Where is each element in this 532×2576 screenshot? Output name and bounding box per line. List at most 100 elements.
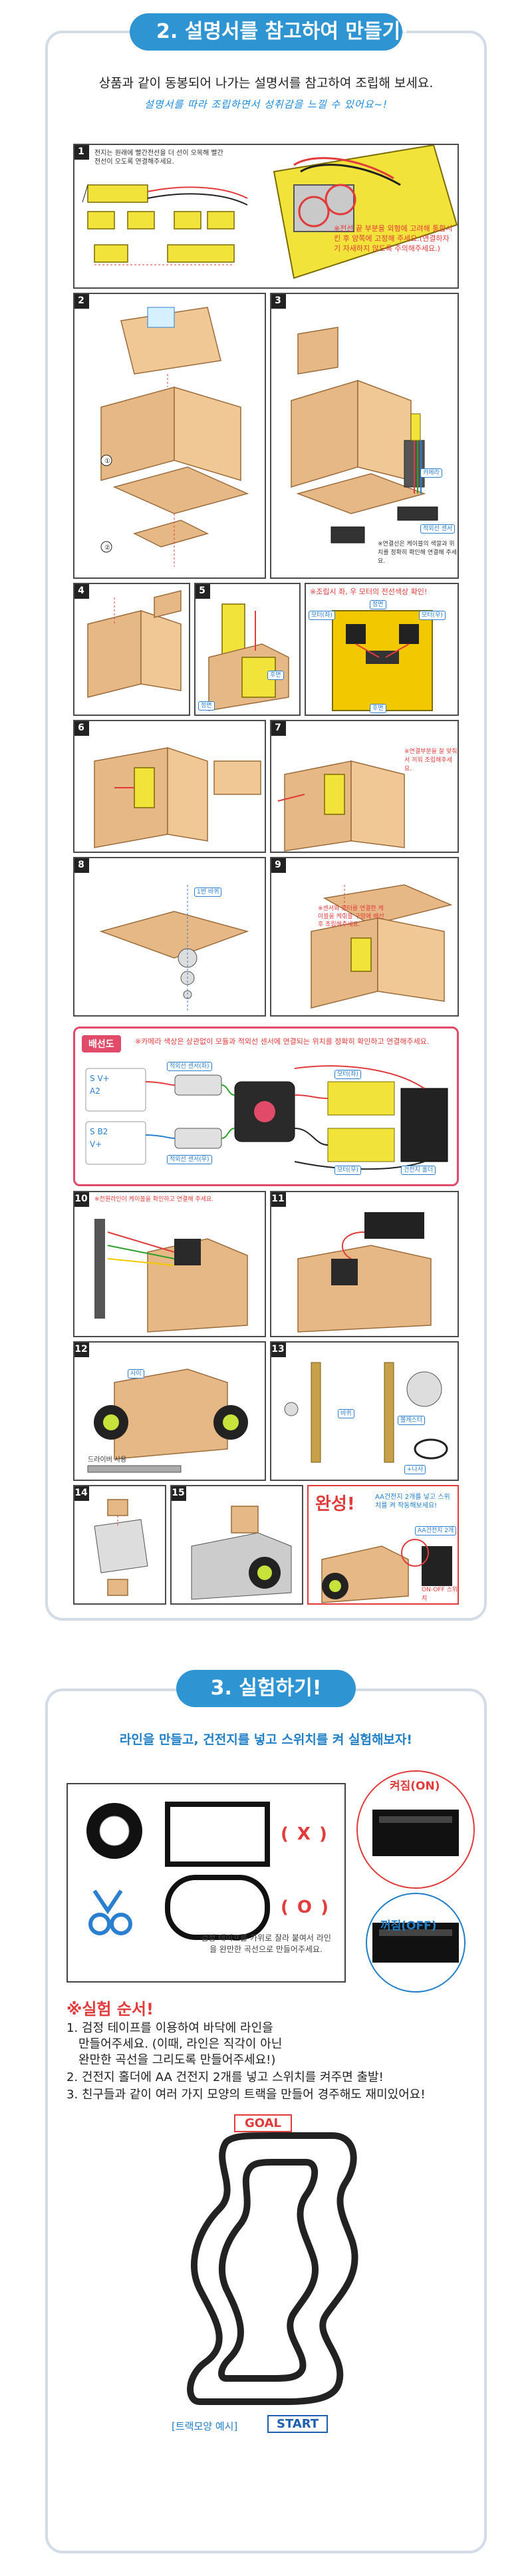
section-title-experiment: 3. 실험하기! (176, 1670, 356, 1707)
step-5-illustration (208, 603, 289, 711)
front-label: 정면 (198, 701, 215, 711)
complete-illustration (321, 1539, 452, 1603)
complete-note: AA건전지 2개를 넣고 스위치를 켜 작동해보세요! (375, 1494, 450, 1510)
step-number: 7 (271, 721, 286, 736)
step-2-illustration: ① ② (100, 307, 249, 567)
step-panel-15: 15 (170, 1485, 303, 1605)
wrong-mark: ( X ) (281, 1824, 329, 1844)
step-13-illustration (284, 1362, 448, 1463)
right-motor-label: 모터(우) (419, 611, 446, 620)
step-9-illustration (311, 884, 453, 1009)
svg-text:②: ② (104, 544, 110, 552)
track-example-label: [트랙모양 예시] (172, 2420, 238, 2432)
experiment-subheading: 라인을 만들고, 건전지를 넣고 스위치를 켜 실험해보자! (119, 1732, 413, 1747)
step-7-illustration (277, 760, 405, 852)
pin-s: S (90, 1074, 95, 1083)
wiring-illustration (85, 1065, 448, 1170)
step-panel-8: 8 1번 바퀴 (73, 857, 266, 1017)
order-line-3: 3. 친구들과 같이 여러 가지 모양의 트랙을 만들어 경주해도 재미있어요! (66, 2088, 426, 2102)
step-number: 9 (271, 858, 286, 873)
right-mark: ( O ) (281, 1897, 330, 1917)
order-line-1c: 완만한 곡선을 그리도록 만들어주세요!) (78, 2053, 276, 2067)
step-panel-4: 4 (73, 583, 190, 716)
assembly-subtitle: 상품과 같이 동봉되어 나가는 설명서를 참고하여 조립해 보세요. (98, 76, 434, 90)
step-12-illustration (87, 1368, 248, 1473)
step-number: 1 (74, 145, 89, 160)
start-label: START (267, 2415, 329, 2433)
track-illustration (187, 2132, 358, 2405)
step-number: 4 (74, 584, 89, 599)
step-3-illustration (291, 327, 438, 544)
ball-caster-label: 볼캐스터 (398, 1416, 426, 1425)
step-number: 3 (271, 294, 286, 309)
step-number: 2 (74, 294, 89, 309)
step-6-illustration (94, 746, 261, 848)
step-note: ※연결부분을 잘 맞춰서 끼워 조립해주세요. (404, 748, 458, 772)
tape-note: 검정 테이프를 가위로 잘라 붙여서 라인을 완만한 곡선으로 만들어주세요. (201, 1933, 331, 1954)
pin-vplus: V+ (90, 1140, 102, 1149)
front-label: 정면 (370, 600, 386, 609)
step-note: ※센서와 모터를 연결한 케이블을 케이블 구멍에 배선 후 조립해주세요. (318, 905, 384, 928)
experiment-order-title: ※실험 순서! (66, 2000, 154, 2018)
step-panel-13: 13 바퀴 볼캐스터 +나사 (270, 1341, 459, 1481)
switch-illustration (356, 1770, 475, 1993)
rear-label: 후면 (267, 671, 284, 680)
step-panel-10: 10 ※전원라인이 케이블을 확인하고 연결해 주세요. (73, 1191, 266, 1337)
step-panel-6: 6 (73, 720, 266, 853)
switch-on-label: 켜짐(ON) (390, 1780, 440, 1793)
step-11-illustration (297, 1212, 432, 1333)
tape-instruction-box: ( X ) ( O ) (66, 1783, 346, 1983)
step-number: 15 (172, 1486, 186, 1501)
step-number: 10 (74, 1192, 89, 1207)
step-10-illustration (94, 1219, 248, 1333)
pin-block-a: S V+ A2 (90, 1072, 110, 1098)
step-note: ※연결선은 케이블의 색깔과 위치를 정확히 확인해 연결해 주세요. (378, 541, 458, 565)
wiring-diagram: 배선도 ※카메라 색상은 상관없이 모듈과 적외선 센서에 연결되는 위치를 정… (73, 1027, 459, 1186)
step-panel-2: 2 ① ② (73, 293, 266, 579)
battery-label: AA건전지 2개 (415, 1526, 457, 1535)
pin-b2: B2 (97, 1127, 108, 1136)
step-panel-5: 5 정면 후면 (194, 583, 301, 716)
wiring-tag: 배선도 (82, 1035, 121, 1052)
ir-sensor-label: 적외선 센서 (420, 524, 456, 534)
step-number: 6 (74, 721, 89, 736)
goal-label: GOAL (234, 2114, 292, 2132)
gap-label: 사이 (128, 1369, 144, 1378)
step-panel-3: 3 카메라 적외선 센서 ※연결선은 케이블의 색깔과 위치를 정확히 확인해 … (270, 293, 459, 579)
ir-left-label: 적외선 센서(좌) (167, 1062, 212, 1071)
step-number: 5 (196, 584, 210, 599)
step-panel-1: 1 전지는 원래에 빨간전선을 더 선이 오목해 빨간전선이 오도록 연결해주세… (73, 144, 459, 289)
step-number: 12 (74, 1343, 89, 1357)
motor-right-label: 모터(우) (334, 1166, 361, 1175)
step-8-illustration (99, 885, 249, 1011)
handwritten-note: 설명서를 따라 조립하면서 성취감을 느낄 수 있어요~! (144, 98, 388, 110)
motor-detail-panel: ※조립시 좌, 우 모터의 전선색상 확인! 정면 모터(좌) 모터(우) 후면 (305, 583, 459, 716)
step-panel-14: 14 (73, 1485, 166, 1605)
wheel-label: 바퀴 (338, 1409, 354, 1418)
rear-label: 후면 (370, 704, 386, 713)
camera-label: 카메라 (420, 468, 442, 478)
order-line-1b: 만들어주세요. (이때, 라인은 직각이 아닌 (78, 2037, 283, 2051)
svg-text:①: ① (104, 458, 110, 465)
order-line-2: 2. 건전지 홀더에 AA 건전지 2개를 넣고 스위치를 켜주면 출발! (66, 2070, 384, 2084)
step-panel-12: 12 사이 드라이버 사용 (73, 1341, 266, 1481)
motor-color-warning: ※조립시 좌, 우 모터의 전선색상 확인! (310, 587, 428, 596)
step-note: ※전원라인이 케이블을 확인하고 연결해 주세요. (94, 1196, 214, 1203)
wheel-label: 1번 바퀴 (194, 887, 222, 897)
pin-a2: A2 (90, 1086, 100, 1096)
complete-title: 완성! (315, 1494, 355, 1514)
step-panel-7: 7 ※연결부분을 잘 맞춰서 끼워 조립해주세요. (270, 720, 459, 853)
step-warning: ※전선 끝 부분을 외형에 고려해 통합시킨 후 양쪽에 고정해 주세요.(연결… (334, 224, 453, 253)
driver-note: 드라이버 사용 (88, 1456, 127, 1464)
motor-detail-illustration (332, 610, 433, 711)
step-number: 13 (271, 1343, 286, 1357)
step-number: 14 (74, 1486, 89, 1501)
step-4-illustration (87, 590, 182, 698)
step-number: 11 (271, 1192, 286, 1207)
finished-panel: 완성! AA건전지 2개를 넣고 스위치를 켜 작동해보세요! AA건전지 2개… (307, 1485, 459, 1605)
step-1-illustration (82, 145, 458, 279)
pin-vplus: V+ (97, 1074, 110, 1083)
section-title-assembly: 2. 설명서를 참고하여 만들기! (130, 13, 410, 51)
order-line-1: 1. 검정 테이프를 이용하여 바닥에 라인을 (66, 2021, 273, 2035)
